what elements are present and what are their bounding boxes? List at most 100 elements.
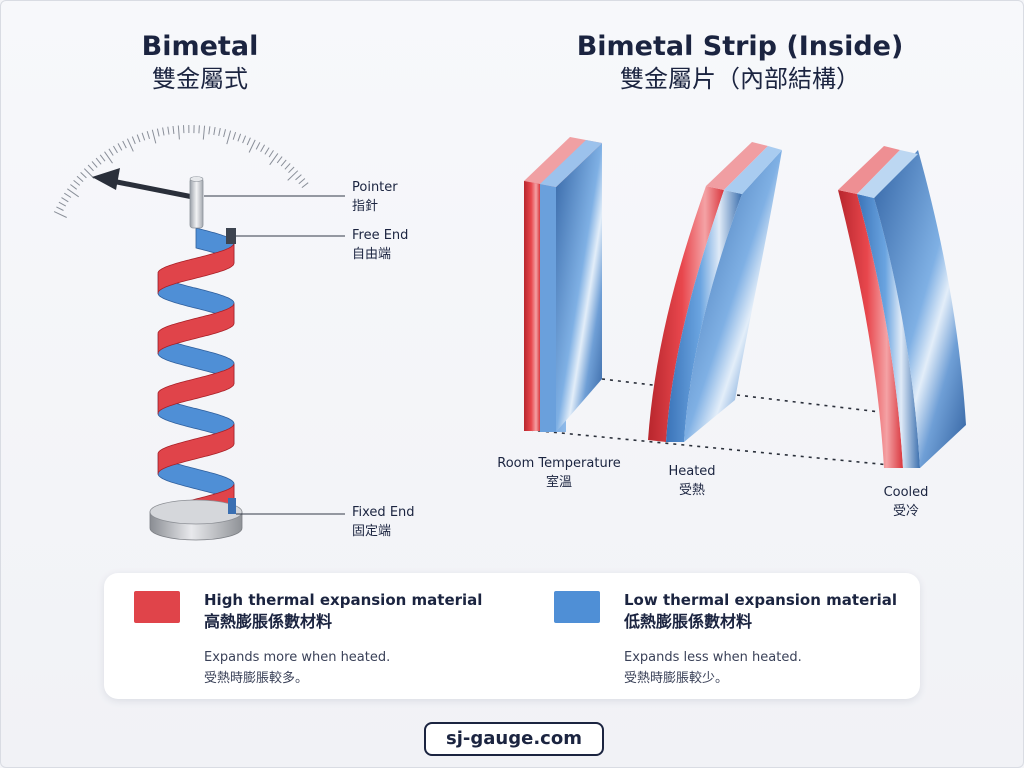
dial-tick xyxy=(70,184,78,190)
right-title-en: Bimetal Strip (Inside) xyxy=(576,31,904,62)
state-label-cooled: Cooled 受冷 xyxy=(866,483,946,521)
coil-segment-low xyxy=(157,454,235,505)
dial-tick xyxy=(268,150,274,158)
pointer-needle xyxy=(92,168,201,201)
dial-tick xyxy=(131,136,136,145)
callout-free-end: Free End 自由端 xyxy=(352,226,408,264)
dial-tick xyxy=(156,128,160,137)
legend-swatch-low xyxy=(554,591,600,623)
dial-tick xyxy=(126,138,134,152)
dial-tick xyxy=(246,137,251,146)
state-heated-zh: 受熱 xyxy=(678,483,705,498)
coil-segment-low xyxy=(157,333,235,384)
dial-tick xyxy=(276,156,283,164)
dial-tick xyxy=(56,206,64,211)
free-end-tab xyxy=(226,228,236,244)
dial-tick xyxy=(67,188,79,198)
dial-tick xyxy=(198,125,200,134)
bimetal-illustration xyxy=(53,124,966,541)
dial-tick xyxy=(208,126,211,135)
pointer-shaft xyxy=(189,177,204,229)
dial-tick xyxy=(223,129,226,138)
coil-segment-high xyxy=(157,363,235,415)
coil-segment-high xyxy=(157,303,235,355)
legend-high-en: High thermal expansion material xyxy=(204,591,483,609)
website-link[interactable]: sj-gauge.com xyxy=(424,722,604,756)
callout-free-end-en: Free End xyxy=(352,228,409,243)
state-label-room: Room Temperature 室溫 xyxy=(486,454,632,492)
dial-tick xyxy=(301,182,309,188)
legend-high-desc-en: Expands more when heated. xyxy=(204,650,391,665)
dial-tick xyxy=(202,125,206,140)
legend-title-low: Low thermal expansion material 低熱膨脹係數材料 xyxy=(624,589,897,633)
dial-tick xyxy=(136,134,141,143)
dial-tick xyxy=(112,145,118,154)
dial-tick xyxy=(284,163,291,170)
legend-low-zh: 低熱膨脹係數材料 xyxy=(624,612,753,631)
left-title-en: Bimetal xyxy=(141,31,259,62)
state-label-heated: Heated 受熱 xyxy=(652,462,732,500)
dial-tick xyxy=(172,125,175,134)
legend-title-high: High thermal expansion material 高熱膨脹係數材料 xyxy=(204,589,482,633)
strip-heated xyxy=(648,142,782,442)
dial-tick xyxy=(61,197,69,203)
dial-tick xyxy=(226,130,232,145)
dial-tick xyxy=(146,131,150,140)
dial-tick xyxy=(99,154,106,162)
coil-segment-high xyxy=(157,423,235,475)
dial-tick xyxy=(260,144,266,153)
legend-desc-low: Expands less when heated. 受熱時膨脹較少。 xyxy=(624,647,802,689)
callout-fixed-end: Fixed End 固定端 xyxy=(352,503,415,541)
state-room-zh: 室溫 xyxy=(545,475,572,490)
state-cooled-en: Cooled xyxy=(883,485,929,500)
legend-low-en: Low thermal expansion material xyxy=(624,591,898,609)
dial-tick xyxy=(76,175,84,182)
dial-tick xyxy=(117,143,123,151)
strip-cooled xyxy=(838,146,966,468)
fixed-base xyxy=(149,498,243,541)
dial-tick xyxy=(218,127,221,137)
legend-low-desc-en: Expands less when heated. xyxy=(624,650,802,665)
dial-tick xyxy=(264,147,270,155)
dial-tick xyxy=(280,159,287,167)
dial-tick xyxy=(298,178,306,185)
dial-tick xyxy=(141,132,146,141)
dial-tick xyxy=(232,131,237,140)
dial-tick xyxy=(237,133,242,142)
bimetal-coil xyxy=(157,227,235,526)
dial-tick xyxy=(177,125,180,140)
dial-tick xyxy=(53,211,67,218)
state-heated-en: Heated xyxy=(668,464,716,479)
callout-fixed-end-en: Fixed End xyxy=(352,505,415,520)
dial-tick xyxy=(295,174,302,181)
dial-tick xyxy=(242,135,247,144)
state-cooled-zh: 受冷 xyxy=(892,504,919,519)
coil-segment-high xyxy=(157,243,235,294)
callout-pointer: Pointer 指針 xyxy=(352,178,398,216)
dial-tick xyxy=(255,142,261,150)
dial-tick xyxy=(288,166,295,174)
state-room-en: Room Temperature xyxy=(497,456,621,471)
legend-high-desc-zh: 受熱時膨脹較多。 xyxy=(204,671,309,686)
callout-fixed-end-zh: 固定端 xyxy=(352,524,392,539)
callout-pointer-zh: 指針 xyxy=(352,199,379,214)
right-title-zh: 雙金屬片（內部結構） xyxy=(620,65,860,93)
legend-desc-high: Expands more when heated. 受熱時膨脹較多。 xyxy=(204,647,390,689)
dial-tick xyxy=(91,161,98,168)
dial-tick xyxy=(269,153,279,166)
callout-free-end-zh: 自由端 xyxy=(352,247,392,262)
dial-tick xyxy=(58,201,67,207)
dial-tick xyxy=(122,140,127,149)
guide-lines xyxy=(529,378,901,467)
dial-tick xyxy=(213,127,216,136)
coil-segment-low xyxy=(157,394,235,444)
dial-tick xyxy=(248,139,256,153)
right-panel-title: Bimetal Strip (Inside) 雙金屬片（內部結構） xyxy=(560,30,920,94)
left-panel-title: Bimetal 雙金屬式 xyxy=(100,30,300,94)
dial-tick xyxy=(167,126,170,135)
legend-panel: High thermal expansion material 高熱膨脹係數材料… xyxy=(104,573,920,699)
dial-tick xyxy=(64,192,72,198)
dial-tick xyxy=(80,172,87,179)
callout-pointer-en: Pointer xyxy=(352,180,398,195)
dial-tick xyxy=(104,151,113,164)
